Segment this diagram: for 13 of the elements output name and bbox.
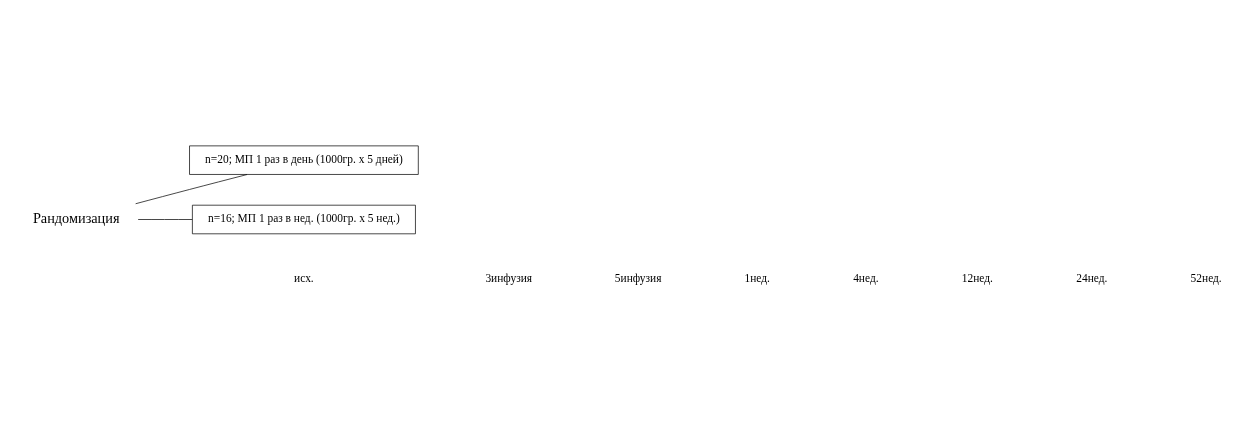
label: 12нед.	[961, 271, 993, 284]
label: 3инфузия	[485, 271, 533, 284]
label: 52нед.	[1190, 271, 1222, 284]
connector	[137, 219, 193, 220]
label: 5инфузия	[614, 271, 662, 284]
label: 1нед.	[744, 271, 770, 284]
label: 24нед.	[1076, 271, 1108, 284]
label: 4нед.	[853, 271, 879, 284]
label: исх.	[294, 271, 314, 284]
connector	[135, 174, 248, 205]
node-box: n=16; МП 1 раз в нед. (1000гр. х 5 нед.)	[192, 204, 416, 235]
node-text: Рандомизация	[32, 210, 120, 227]
node-box: n=20; МП 1 раз в день (1000гр. х 5 дней)	[189, 145, 419, 175]
